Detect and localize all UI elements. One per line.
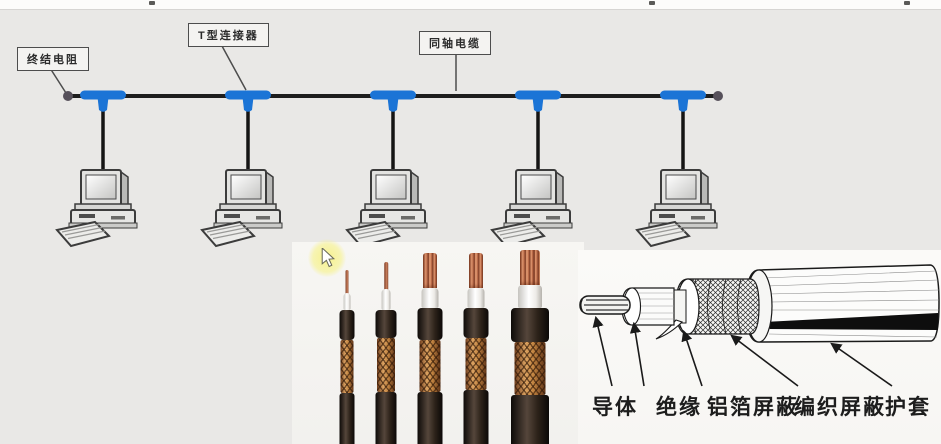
coax-sample-3: [417, 242, 443, 444]
mouse-cursor-icon: [321, 248, 336, 268]
conductor-strands: [520, 250, 540, 285]
crop-artifact: [649, 1, 655, 5]
node-group-2: [201, 90, 283, 247]
t-connector-stem: [387, 97, 399, 112]
computer-icon: [346, 169, 428, 247]
jacket-ring: [511, 308, 549, 342]
coax-cutaway-diagram: 导体 绝缘 铝箔屏蔽 编织屏蔽 护套: [578, 250, 941, 444]
coax-sample-1: [339, 242, 355, 444]
coax-sample-4: [463, 242, 489, 444]
outer-jacket: [375, 392, 397, 444]
terminator-left: [63, 91, 73, 101]
conductor: [384, 262, 388, 290]
crop-artifact: [904, 1, 910, 5]
conductor-strands: [469, 253, 483, 288]
braid-shield: [419, 340, 441, 392]
computer-icon: [491, 169, 573, 247]
conductor-layer: [579, 295, 631, 315]
conductor-strands: [423, 253, 437, 288]
outer-jacket: [463, 390, 489, 444]
coax-sample-5: [511, 242, 549, 444]
t-connector-leader-line: [221, 45, 247, 91]
braid-shield: [340, 340, 354, 393]
braid-shield: [514, 342, 546, 395]
crop-artifact: [149, 1, 155, 5]
coax-label-box: 同轴电缆: [419, 31, 491, 55]
computer-icon: [636, 169, 718, 247]
terminator-leader-line: [49, 67, 67, 94]
t-connector-stem: [97, 97, 109, 112]
bus-topology-diagram: [49, 45, 723, 247]
label-jacket: 护套: [885, 394, 931, 419]
label-braid-shield: 编织屏蔽: [794, 394, 886, 419]
label-conductor: 导体: [592, 394, 638, 419]
terminator-label-box: 终结电阻: [17, 47, 89, 71]
label-foil-shield: 铝箔屏蔽: [707, 394, 799, 419]
braid-shield: [465, 338, 487, 390]
braid-layer: [675, 278, 760, 335]
terminator-right: [713, 91, 723, 101]
node-group-5: [636, 90, 718, 247]
node-group-4: [491, 90, 573, 247]
jacket-ring: [339, 310, 355, 340]
outer-jacket: [511, 395, 549, 444]
t-connector: [80, 90, 126, 100]
jacket-ring: [417, 308, 443, 340]
t-connector: [515, 90, 561, 100]
jacket-ring: [375, 310, 397, 338]
coax-sample-2: [375, 242, 397, 444]
t-connector-stem: [242, 97, 254, 112]
jacket-ring: [463, 308, 489, 338]
insulation: [518, 285, 542, 308]
node-group-1: [56, 90, 138, 247]
annotation-arrows: [592, 315, 893, 387]
outer-jacket: [339, 393, 355, 444]
t-connector-stem: [677, 97, 689, 112]
conductor: [345, 270, 349, 296]
insulation: [343, 293, 351, 310]
t-connector: [370, 90, 416, 100]
insulation: [381, 289, 391, 310]
coax-cutaway-art: [579, 264, 940, 387]
label-insulation: 绝缘: [656, 394, 702, 419]
braid-shield: [377, 338, 395, 392]
outer-jacket: [417, 392, 443, 444]
t-connector-label: T型连接器: [198, 30, 259, 42]
top-crop-strip: [0, 0, 941, 10]
foil-layer: [655, 289, 687, 340]
cursor-highlight: [308, 239, 346, 277]
terminator-label: 终结电阻: [27, 54, 79, 66]
t-connector: [225, 90, 271, 100]
node-group-3: [346, 90, 428, 247]
jacket-layer: [745, 264, 940, 343]
insulation: [467, 288, 485, 308]
coax-label: 同轴电缆: [429, 38, 481, 50]
insulation: [421, 288, 439, 308]
t-connector: [660, 90, 706, 100]
computer-icon: [56, 169, 138, 247]
t-connector-label-box: T型连接器: [188, 23, 269, 47]
coax-cable-photo: [292, 242, 584, 444]
computer-icon: [201, 169, 283, 247]
t-connector-stem: [532, 97, 544, 112]
